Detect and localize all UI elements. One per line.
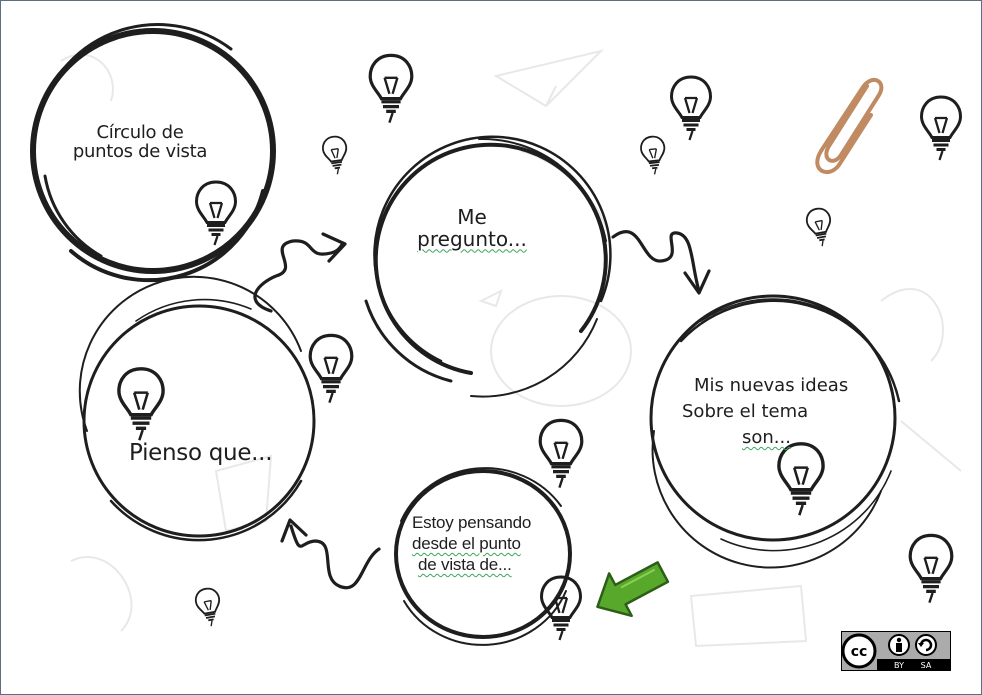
circle-nuevas-ideas bbox=[649, 294, 901, 569]
circle-puntos-de-vista bbox=[30, 23, 276, 283]
node-line: Pienso que... bbox=[129, 440, 273, 466]
lightbulb-icon bbox=[804, 205, 836, 249]
lightbulb-icon bbox=[320, 134, 351, 177]
cc-text: cc bbox=[851, 644, 868, 660]
node-line: Mis nuevas ideas bbox=[694, 375, 849, 396]
node-line: Me bbox=[457, 205, 487, 229]
arrow-pienso-to-pregunto-head bbox=[321, 232, 347, 263]
node-line: de vista de... bbox=[418, 554, 512, 574]
arrow-pregunto-to-ideas-head bbox=[683, 269, 711, 295]
background-doodles bbox=[60, 49, 962, 648]
cc-by-text: BY bbox=[894, 661, 904, 670]
node-label-nuevas-ideas: Mis nuevas ideas Sobre el tema son... bbox=[669, 373, 879, 451]
circle-estoy-pensando bbox=[394, 467, 572, 646]
arrow-pregunto-to-ideas bbox=[611, 230, 701, 293]
node-label-puntos-de-vista: Círculo de puntos de vista bbox=[55, 123, 225, 162]
node-line: desde el punto bbox=[412, 533, 521, 553]
node-line: pregunto... bbox=[417, 226, 527, 251]
cc-sa-text: SA bbox=[921, 661, 932, 670]
node-line: Estoy pensando bbox=[412, 513, 532, 532]
flow-arrows bbox=[253, 230, 711, 590]
node-line: Círculo de bbox=[96, 122, 184, 143]
circle-me-pregunto bbox=[364, 135, 612, 398]
arrow-estoy-to-pienso bbox=[289, 524, 381, 590]
node-label-pienso-que: Pienso que... bbox=[129, 441, 329, 466]
lightbulb-icon bbox=[638, 134, 668, 177]
paperclip-icon bbox=[815, 77, 884, 174]
arrow-pienso-to-pregunto bbox=[253, 239, 345, 313]
node-line: Sobre el tema bbox=[682, 401, 809, 423]
green-arrow-icon bbox=[596, 561, 670, 618]
node-line: puntos de vista bbox=[72, 141, 208, 163]
lightbulb-icon bbox=[193, 585, 225, 629]
circle-pienso-que bbox=[78, 275, 316, 542]
node-line: son... bbox=[742, 427, 791, 449]
node-label-me-pregunto: Me pregunto... bbox=[397, 205, 547, 251]
node-label-estoy-pensando: Estoy pensando desde el punto de vista d… bbox=[412, 513, 582, 576]
creative-commons-icon[interactable]: cc BY SA bbox=[841, 631, 951, 671]
arrow-estoy-to-pienso-head bbox=[280, 518, 308, 543]
